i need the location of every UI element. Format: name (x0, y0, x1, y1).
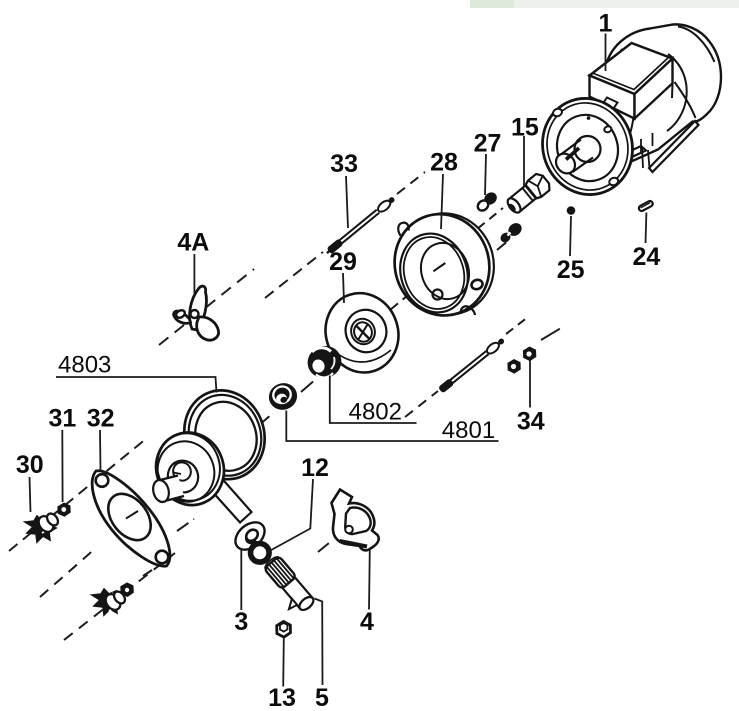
svg-text:30: 30 (16, 451, 44, 479)
svg-text:4802: 4802 (349, 398, 402, 425)
svg-text:3: 3 (234, 608, 248, 636)
svg-text:15: 15 (511, 114, 539, 142)
svg-text:4: 4 (360, 608, 374, 636)
svg-text:5: 5 (315, 684, 329, 711)
svg-text:1: 1 (599, 10, 613, 38)
svg-text:27: 27 (474, 130, 502, 158)
svg-text:13: 13 (268, 684, 296, 711)
svg-text:12: 12 (301, 454, 329, 482)
svg-text:4801: 4801 (442, 417, 495, 444)
svg-text:33: 33 (330, 150, 358, 178)
svg-text:29: 29 (329, 248, 357, 276)
svg-text:4A: 4A (177, 228, 209, 256)
svg-text:32: 32 (87, 405, 115, 433)
svg-text:28: 28 (430, 149, 458, 177)
svg-text:25: 25 (557, 256, 585, 284)
svg-text:31: 31 (48, 405, 76, 433)
svg-text:34: 34 (517, 408, 545, 436)
svg-text:4803: 4803 (58, 352, 111, 379)
svg-text:24: 24 (632, 243, 660, 271)
